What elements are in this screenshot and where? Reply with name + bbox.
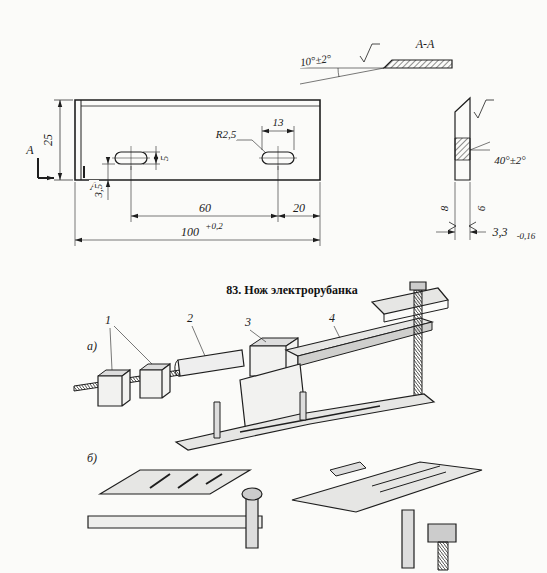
- arm-web: [298, 322, 432, 366]
- chamfer-line: [81, 106, 320, 107]
- dimension-arrowhead: [262, 129, 269, 133]
- adjusting-screw: [414, 290, 422, 402]
- dimension-arrowhead: [470, 230, 477, 234]
- extension-line: [54, 100, 73, 180]
- dimension-arrowhead: [271, 214, 278, 218]
- dimension-arrowhead: [47, 176, 54, 180]
- slide-slot: [372, 466, 446, 492]
- knob-post: [246, 494, 258, 548]
- tolerance-text: -0,16: [516, 232, 537, 241]
- hammer-post: [438, 542, 448, 570]
- slide-plate: [292, 462, 482, 512]
- leader-line: [250, 330, 266, 342]
- centre-line: [112, 146, 297, 170]
- guide-comb: [330, 462, 366, 476]
- roughness-symbol: [449, 222, 456, 230]
- sleeve-end: [175, 360, 180, 376]
- dimension-arrowhead: [106, 180, 110, 187]
- sleeve: [178, 350, 244, 376]
- radius-dimension: R2,5: [215, 129, 237, 140]
- angle-dimension: 10°±2°: [299, 52, 334, 68]
- callout-number: 2: [186, 312, 194, 324]
- dimension-arrowhead: [278, 214, 285, 218]
- comb-plate: [100, 470, 250, 494]
- dimension-text: 25: [42, 133, 54, 147]
- dimension-text: 100: [180, 226, 200, 238]
- dimension-arrowhead: [287, 129, 294, 133]
- roughness-symbol: [469, 222, 476, 230]
- callout-number: 3: [244, 316, 252, 328]
- leader-line: [334, 326, 340, 338]
- dimension-arrowhead: [106, 157, 110, 164]
- dimension-text: 5: [160, 154, 171, 162]
- figure-letter: а): [86, 340, 98, 352]
- dimension-line: [131, 216, 320, 217]
- base-slot: [240, 406, 380, 432]
- dimension-text: 20: [292, 202, 306, 214]
- hammer-head: [428, 524, 456, 542]
- angle-dimension: 40°±2°: [493, 155, 526, 166]
- dimension-text: 13: [272, 117, 285, 128]
- knob-head: [242, 488, 262, 500]
- guide-bar: [88, 516, 262, 528]
- dimension-line: [75, 240, 320, 241]
- angle-line: [470, 142, 490, 150]
- section-title: А-А: [415, 38, 436, 50]
- figure-caption: 83. Нож электрорубанка: [226, 284, 357, 296]
- dimension-arrowhead: [131, 214, 138, 218]
- section-hatch: [455, 138, 470, 160]
- leader-line: [192, 326, 205, 356]
- screw-nut: [410, 282, 426, 290]
- angle-arc: [338, 68, 339, 77]
- leader-line: [110, 326, 152, 370]
- block: [140, 364, 170, 398]
- side-profile: [455, 98, 470, 180]
- roughness-value: 6: [477, 204, 488, 212]
- dimension-arrowhead: [448, 230, 455, 234]
- tolerance-text: +0,2: [204, 222, 223, 231]
- section-mark: [83, 166, 85, 178]
- leader-line: [236, 140, 266, 153]
- dimension-text: 60: [198, 202, 212, 214]
- roughness-symbol: [474, 100, 494, 118]
- dimension-text: 3,5: [94, 182, 105, 198]
- angle-line: [300, 68, 384, 84]
- blade-outline: [75, 100, 320, 180]
- dimension-line: [108, 158, 109, 200]
- dimension-arrowhead: [313, 214, 320, 218]
- section-mark: [38, 158, 54, 178]
- extension-line: [75, 166, 320, 246]
- dimension-arrowhead: [58, 173, 62, 180]
- comb-slot: [150, 474, 222, 488]
- callout-number: 4: [328, 312, 336, 324]
- callout-number: 1: [104, 314, 112, 326]
- dimension-arrowhead: [313, 238, 320, 242]
- roughness-value: 8: [440, 204, 451, 212]
- dimension-line: [436, 232, 486, 233]
- roughness-symbol: [360, 44, 380, 62]
- extension-line: [455, 182, 470, 240]
- block: [98, 370, 130, 406]
- extension-line: [102, 164, 115, 165]
- dimension-arrowhead: [154, 157, 158, 164]
- dimension-line: [60, 100, 61, 180]
- dimension-arrowhead: [58, 100, 62, 107]
- section-profile: [384, 60, 452, 68]
- dimension-arrowhead: [75, 238, 82, 242]
- section-letter: А: [25, 144, 34, 156]
- post: [402, 510, 414, 568]
- figure-letter: б): [86, 452, 98, 464]
- dimension-text: 3,3: [492, 226, 509, 238]
- arm: [286, 318, 432, 356]
- bevel-edge: [81, 100, 82, 180]
- base-post: [214, 392, 306, 438]
